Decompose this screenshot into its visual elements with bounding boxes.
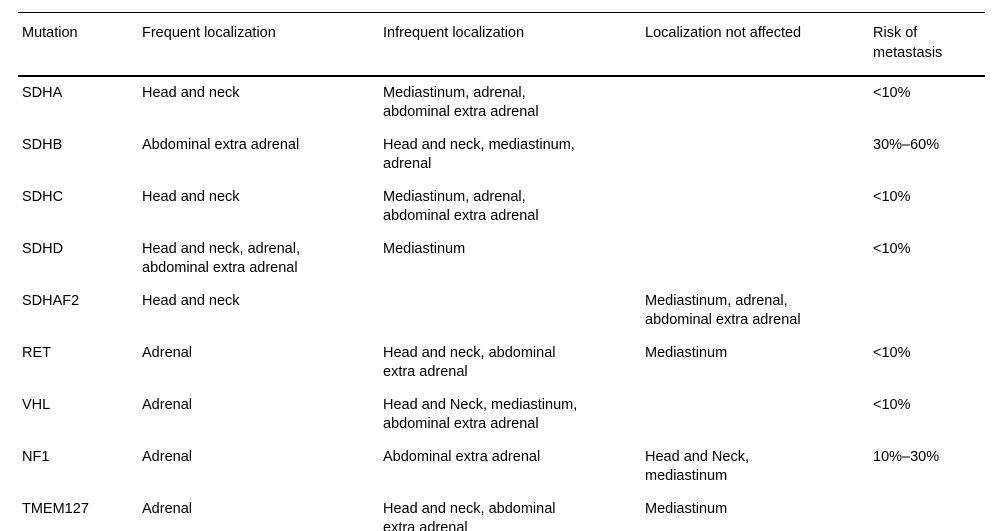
table-row: SDHC Head and neck Mediastinum, adrenal,… xyxy=(18,181,985,233)
cell-infrequent: Head and neck, mediastinum, adrenal xyxy=(383,136,575,173)
cell-infrequent: Mediastinum, adrenal, abdominal extra ad… xyxy=(383,84,539,121)
table-row: TMEM127 Adrenal Head and neck, abdominal… xyxy=(18,493,985,531)
cell-mutation: SDHD xyxy=(22,240,64,257)
cell-frequent: Head and neck xyxy=(142,188,240,205)
cell-infrequent: Head and Neck, mediastinum, abdominal ex… xyxy=(383,396,578,433)
cell-risk: <10% xyxy=(873,84,911,101)
cell-not-affected xyxy=(641,389,869,441)
cell-mutation: SDHA xyxy=(22,84,63,101)
column-header-frequent-localization: Frequent localization xyxy=(138,12,379,77)
cell-risk xyxy=(869,285,985,337)
table-header: Mutation Frequent localization Infrequen… xyxy=(18,12,985,77)
cell-mutation: TMEM127 xyxy=(22,500,89,517)
table-row: SDHB Abdominal extra adrenal Head and ne… xyxy=(18,129,985,181)
table-row: VHL Adrenal Head and Neck, mediastinum, … xyxy=(18,389,985,441)
column-header-localization-not-affected: Localization not affected xyxy=(641,12,869,77)
cell-frequent: Head and neck xyxy=(142,84,240,101)
mutation-localization-table: Mutation Frequent localization Infrequen… xyxy=(18,12,985,531)
cell-not-affected: Head and Neck, mediastinum xyxy=(645,448,749,485)
cell-frequent: Adrenal xyxy=(142,344,192,361)
cell-mutation: RET xyxy=(22,344,51,361)
cell-risk: 30%–60% xyxy=(873,136,940,153)
table-row: SDHD Head and neck, adrenal, abdominal e… xyxy=(18,233,985,285)
cell-risk xyxy=(869,493,985,531)
table-container: Mutation Frequent localization Infrequen… xyxy=(18,12,985,531)
cell-risk: <10% xyxy=(873,396,911,413)
cell-mutation: SDHAF2 xyxy=(22,292,80,309)
column-header-mutation: Mutation xyxy=(18,12,138,77)
table-row: NF1 Adrenal Abdominal extra adrenal Head… xyxy=(18,441,985,493)
table-body: SDHA Head and neck Mediastinum, adrenal,… xyxy=(18,76,985,531)
table-row: RET Adrenal Head and neck, abdominal ext… xyxy=(18,337,985,389)
table-row: SDHA Head and neck Mediastinum, adrenal,… xyxy=(18,76,985,129)
cell-risk: <10% xyxy=(873,188,911,205)
column-header-risk-of-metastasis: Risk of metastasis xyxy=(869,12,985,77)
cell-not-affected: Mediastinum xyxy=(645,500,728,517)
cell-frequent: Adrenal xyxy=(142,448,192,465)
cell-not-affected: Mediastinum, adrenal, abdominal extra ad… xyxy=(645,292,801,329)
cell-frequent: Adrenal xyxy=(142,396,192,413)
cell-not-affected xyxy=(641,129,869,181)
cell-infrequent: Mediastinum, adrenal, abdominal extra ad… xyxy=(383,188,539,225)
cell-not-affected xyxy=(641,76,869,129)
cell-risk: 10%–30% xyxy=(873,448,940,465)
cell-not-affected xyxy=(641,181,869,233)
cell-mutation: VHL xyxy=(22,396,51,413)
cell-risk: <10% xyxy=(873,240,911,257)
cell-mutation: NF1 xyxy=(22,448,50,465)
cell-mutation: SDHC xyxy=(22,188,64,205)
cell-infrequent: Mediastinum xyxy=(383,240,466,257)
cell-frequent: Abdominal extra adrenal xyxy=(142,136,300,153)
cell-not-affected xyxy=(641,233,869,285)
cell-infrequent: Head and neck, abdominal extra adrenal xyxy=(383,500,556,531)
cell-frequent: Adrenal xyxy=(142,500,192,517)
cell-mutation: SDHB xyxy=(22,136,63,153)
cell-infrequent: Head and neck, abdominal extra adrenal xyxy=(383,344,556,381)
cell-frequent: Head and neck, adrenal, abdominal extra … xyxy=(142,240,300,277)
cell-not-affected: Mediastinum xyxy=(645,344,728,361)
cell-frequent: Head and neck xyxy=(142,292,240,309)
cell-risk: <10% xyxy=(873,344,911,361)
table-row: SDHAF2 Head and neck Mediastinum, adrena… xyxy=(18,285,985,337)
column-header-infrequent-localization: Infrequent localization xyxy=(379,12,641,77)
cell-infrequent xyxy=(379,285,641,337)
header-row: Mutation Frequent localization Infrequen… xyxy=(18,12,985,77)
cell-infrequent: Abdominal extra adrenal xyxy=(383,448,541,465)
